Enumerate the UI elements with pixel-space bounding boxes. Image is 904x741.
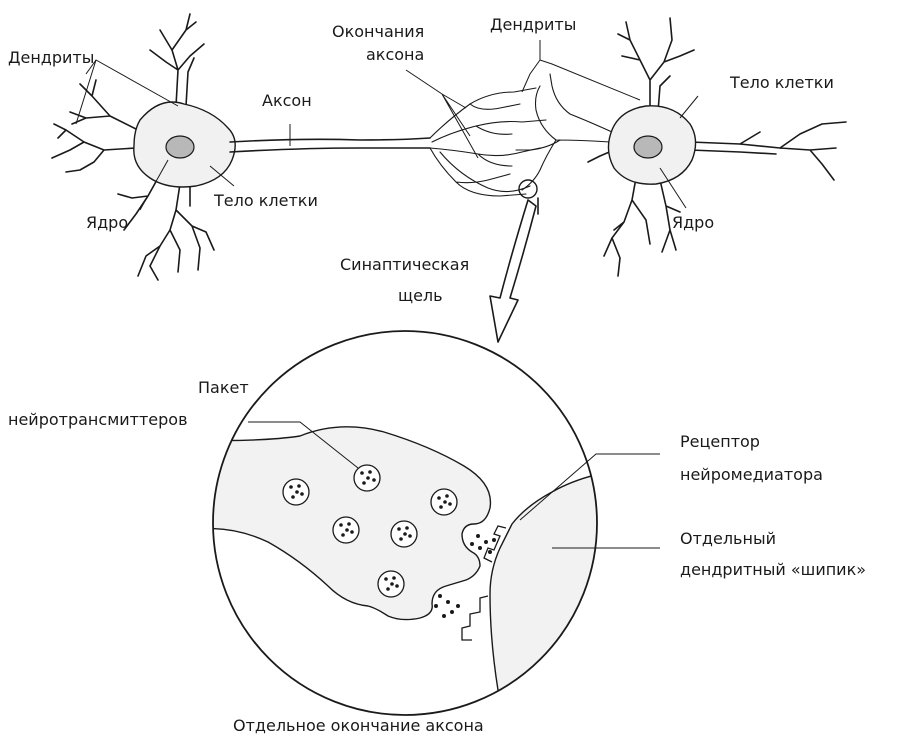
label-receptor-1: Рецептор [680,432,760,451]
left-axon [230,138,430,142]
label-cell-body-left: Тело клетки [213,191,318,210]
axon-terminal-branches [430,74,612,198]
label-spine-1: Отдельный [680,529,776,548]
right-nucleus [634,136,662,158]
dendritic-spine [490,470,640,740]
label-vesicle-2: нейротрансмиттеров [8,410,188,429]
label-vesicle-1: Пакет [198,378,249,397]
zoom-view [190,331,660,740]
vesicle [431,489,457,515]
receptor-lower [462,596,488,640]
right-neuron [588,18,846,276]
label-single-terminal: Отдельное окончание аксона [233,716,484,735]
vesicle [391,521,417,547]
label-nucleus-left: Ядро [86,213,128,232]
label-synaptic-cleft-2: щель [398,286,443,305]
label-axon: Аксон [262,91,312,110]
zoom-arrow [490,200,536,342]
label-axon-terminals-2: аксона [366,45,424,64]
vesicle [378,571,404,597]
vesicle [333,517,359,543]
label-synaptic-cleft-1: Синаптическая [340,255,469,274]
left-nucleus [166,136,194,158]
vesicle [283,479,309,505]
label-axon-terminals-1: Окончания [332,22,424,41]
label-dendrites-left: Дендриты [8,48,94,67]
label-nucleus-right: Ядро [672,213,714,232]
label-receptor-2: нейромедиатора [680,465,823,484]
vesicle [354,465,380,491]
label-cell-body-right: Тело клетки [729,73,834,92]
label-spine-2: дендритный «шипик» [680,560,866,579]
label-dendrites-right: Дендриты [490,15,576,34]
